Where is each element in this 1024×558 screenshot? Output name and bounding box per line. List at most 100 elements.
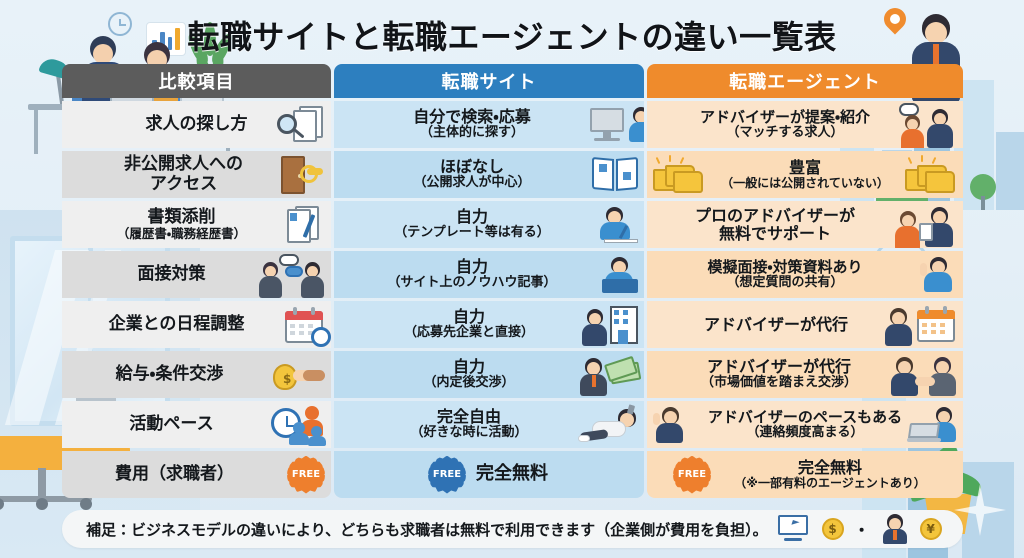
row-6-site-sub: （内定後交渉） (423, 375, 515, 391)
free-badge-orange-icon: FREE (287, 455, 325, 494)
row-1-agent-sub: （マッチする求人） (726, 124, 844, 140)
table-header-row: 比較項目 転職サイト 転職エージェント (62, 64, 963, 98)
cell-site-4: 自力 （サイト上のノウハウ記事） (334, 251, 644, 298)
advisor-pointing-icon (653, 406, 685, 443)
open-book-icon (592, 156, 638, 192)
cell-site-8: FREE 完全無料 (334, 451, 644, 498)
person-cash-icon (580, 355, 642, 396)
folder-stack-icon (653, 154, 705, 193)
cell-agent-7: アドバイザーのペースもある （連絡頻度高まる） (647, 401, 963, 448)
row-5-site-main: 自力 (452, 307, 485, 327)
cell-agent-8: FREE 完全無料 （※一部有料のエージェントあり） (647, 451, 963, 498)
table-row: 給与・条件交渉 $ 自力 （内定後交渉） (62, 351, 963, 398)
row-4-site-main: 自力 (455, 257, 488, 277)
row-3-compare-main: 書類添削 (147, 206, 216, 227)
handshake-icon (891, 355, 957, 396)
row-1-site-main: 自分で検索・応募 (413, 107, 531, 127)
free-badge-label: FREE (287, 455, 325, 494)
comparison-table: 比較項目 転職サイト 転職エージェント 求人の探し方 自分で検索・応募 （主体的… (62, 64, 963, 501)
wall-clock-icon (108, 12, 132, 36)
page-title: 転職サイトと転職エージェントの違い一覧表 (187, 18, 837, 56)
monitor-cursor-icon (777, 515, 812, 543)
table-row: 活動ペース 完全自由 （好きな時に活動） (62, 401, 963, 448)
footer-icon-group: $ ・ ¥ (777, 514, 942, 544)
row-3-agent-main: プロのアドバイザーが (694, 205, 855, 225)
row-4-compare-main: 面接対策 (137, 263, 206, 284)
row-5-agent-main: アドバイザーが代行 (703, 314, 848, 334)
cell-site-3: 自力 （テンプレート等は有る） (334, 201, 644, 248)
cell-agent-4: 模擬面接・対策資料あり （想定質問の共有） (647, 251, 963, 298)
row-2-agent-sub: （一般には公開されていない） (721, 175, 889, 190)
row-5-site-sub: （応募先企業と直接） (403, 325, 534, 341)
row-7-site-sub: （好きな時に活動） (410, 425, 528, 441)
cell-agent-2: 豊富 （一般には公開されていない） (647, 151, 963, 198)
cell-site-1: 自分で検索・応募 （主体的に探す） (334, 101, 644, 148)
two-people-talking-icon (259, 253, 325, 298)
cell-agent-5: アドバイザーが代行 (647, 301, 963, 348)
person-reading-icon (602, 256, 638, 293)
dollar-coin-icon: $ (821, 518, 844, 540)
door-key-icon (279, 155, 325, 194)
row-6-site-main: 自力 (452, 357, 485, 377)
header-job-site: 転職サイト (334, 64, 644, 98)
row-7-agent-main: アドバイザーのペースもある (707, 407, 903, 426)
advisor-laptop-icon (907, 406, 957, 443)
person-relaxing-icon (578, 403, 638, 443)
row-8-agent-sub: （※一部有料のエージェントあり） (734, 475, 926, 490)
row-3-compare-sub: （履歴書・職務経歴書） (116, 226, 247, 242)
magnifier-documents-icon (277, 105, 325, 144)
row-5-compare-main: 企業との日程調整 (108, 313, 245, 334)
folder-stack-icon-duplicate (905, 154, 957, 193)
table-row: 求人の探し方 自分で検索・応募 （主体的に探す） (62, 101, 963, 148)
calendar-clock-icon (285, 306, 331, 347)
advisor-phone-calendar-icon (885, 305, 957, 346)
header-compare-item: 比較項目 (62, 64, 331, 98)
cell-compare-4: 面接対策 (62, 251, 331, 298)
footer-note-bar: 補足：ビジネスモデルの違いにより、どちらも求職者は無料で利用できます（企業側が費… (62, 510, 963, 548)
table-row: 企業との日程調整 自力 （応募先企業と直接） (62, 301, 963, 348)
row-3-site-sub: （テンプレート等は有る） (394, 225, 550, 241)
yen-coin-icon: ¥ (919, 518, 942, 540)
row-1-site-sub: （主体的に探す） (419, 125, 524, 141)
row-6-agent-main: アドバイザーが代行 (706, 357, 851, 377)
table-row: 書類添削 （履歴書・職務経歴書） 自力 （テンプレート等は有る） (62, 201, 963, 248)
cell-compare-1: 求人の探し方 (62, 101, 331, 148)
cell-agent-3: プロのアドバイザーが 無料でサポート (647, 201, 963, 248)
advisor-document-icon (895, 205, 957, 248)
cell-site-6: 自力 （内定後交渉） (334, 351, 644, 398)
row-1-agent-main: アドバイザーが提案・紹介 (699, 107, 871, 126)
row-8-agent-main: 完全無料 (797, 457, 862, 477)
table-row: 面接対策 (62, 251, 963, 298)
resume-pen-icon (277, 205, 325, 244)
person-pointing-up-icon (920, 256, 957, 293)
footer-note-text: 補足：ビジネスモデルの違いにより、どちらも求職者は無料で利用できます（企業側が費… (86, 520, 768, 539)
cell-compare-7: 活動ペース (62, 401, 331, 448)
clock-people-icon (271, 405, 326, 446)
person-at-desktop-icon (590, 106, 644, 142)
businessman-small-icon (880, 514, 910, 544)
row-6-compare-main: 給与・条件交渉 (115, 363, 224, 384)
person-writing-icon (598, 206, 638, 243)
row-2-site-main: ほぼなし (439, 157, 504, 177)
row-2-agent-main: 豊富 (788, 157, 821, 177)
row-4-agent-main: 模擬面接・対策資料あり (707, 257, 863, 276)
row-7-site-main: 完全自由 (436, 407, 501, 427)
person-building-icon (582, 305, 638, 346)
row-8-compare-main: 費用（求職者） (115, 463, 234, 484)
free-badge-orange-icon-agent: FREE (673, 455, 711, 494)
cell-compare-3: 書類添削 （履歴書・職務経歴書） (62, 201, 331, 248)
cell-site-5: 自力 （応募先企業と直接） (334, 301, 644, 348)
row-7-compare-main: 活動ペース (129, 413, 214, 434)
cell-agent-6: アドバイザーが代行 （市場価値を踏まえ交渉） (647, 351, 963, 398)
row-3-site-main: 自力 (455, 207, 488, 227)
plant-illustration (184, 22, 236, 112)
cell-compare-2: 非公開求人への アクセス (62, 151, 331, 198)
cell-compare-8: 費用（求職者） FREE (62, 451, 331, 498)
row-1-compare-main: 求人の探し方 (145, 113, 248, 134)
advisor-consulting-icon (897, 102, 957, 148)
row-4-agent-sub: （想定質問の共有） (726, 274, 844, 290)
row-2-compare-sub: アクセス (149, 173, 218, 194)
table-row: 非公開求人への アクセス ほぼなし （公開求人が中心） (62, 151, 963, 198)
row-6-agent-sub: （市場価値を踏まえ交渉） (700, 375, 857, 391)
row-7-agent-sub: （連絡頻度高まる） (746, 424, 864, 440)
